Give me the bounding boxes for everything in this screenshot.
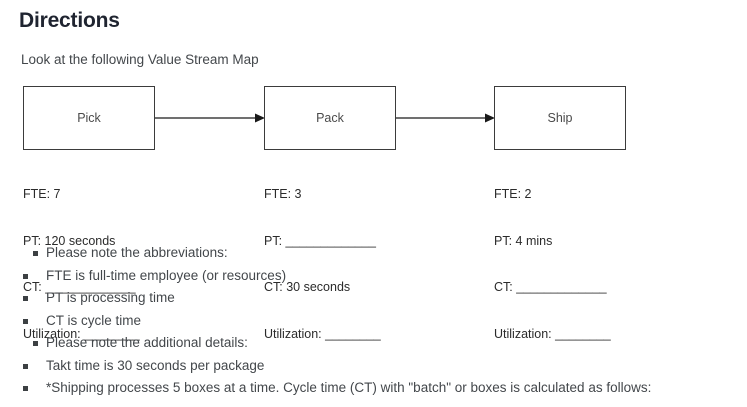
notes-sublist-container: FTE is full-time employee (or resources)… xyxy=(0,265,747,333)
list-item-label: FTE is full-time employee (or resources) xyxy=(46,267,287,283)
square-bullet-icon xyxy=(23,273,28,279)
process-box-ship[interactable]: Ship xyxy=(494,86,626,150)
list-item: PT is processing time xyxy=(23,287,747,310)
list-item: *Shipping processes 5 boxes at a time. C… xyxy=(23,377,747,400)
notes-section: Please note the abbreviations: FTE is fu… xyxy=(0,242,747,400)
process-box-pack-label: Pack xyxy=(316,111,344,125)
arrow-pick-to-pack xyxy=(155,112,265,124)
list-item: Takt time is 30 seconds per package xyxy=(23,355,747,378)
metric-fte: FTE: 3 xyxy=(264,187,302,201)
intro-instruction-text: Look at the following Value Stream Map xyxy=(21,52,259,67)
notes-group-heading: Please note the abbreviations: xyxy=(0,242,747,265)
square-bullet-icon xyxy=(33,251,38,256)
process-box-ship-label: Ship xyxy=(547,111,573,125)
square-bullet-icon xyxy=(33,341,38,346)
metric-fte: FTE: 7 xyxy=(23,187,61,201)
notes-group-heading-label: Please note the additional details: xyxy=(46,335,248,350)
list-item-label: PT is processing time xyxy=(46,290,175,305)
arrow-pack-to-ship xyxy=(396,112,495,124)
square-bullet-icon xyxy=(23,363,28,369)
process-box-pick[interactable]: Pick xyxy=(23,86,155,150)
list-item-label: CT is cycle time xyxy=(46,312,142,328)
list-item-label: *Shipping processes 5 boxes at a time. C… xyxy=(46,380,652,395)
square-bullet-icon xyxy=(23,318,28,324)
value-stream-map-diagram: Pick Pack Ship FTE: 7 PT: 120 seconds CT… xyxy=(23,86,626,341)
page-title: Directions xyxy=(19,9,120,32)
square-bullet-icon xyxy=(23,296,28,301)
process-box-pack[interactable]: Pack xyxy=(264,86,396,150)
metric-fte: FTE: 2 xyxy=(494,187,532,201)
notes-sublist-container: Takt time is 30 seconds per package *Shi… xyxy=(0,355,747,400)
notes-group-heading: Please note the additional details: xyxy=(0,332,747,355)
list-item-label: Takt time is 30 seconds per package xyxy=(46,357,265,373)
process-box-pick-label: Pick xyxy=(77,111,101,125)
list-item: FTE is full-time employee (or resources) xyxy=(23,265,747,288)
square-bullet-icon xyxy=(23,386,28,391)
notes-list: Please note the abbreviations: FTE is fu… xyxy=(0,242,747,400)
notes-sublist: Takt time is 30 seconds per package *Shi… xyxy=(0,355,747,400)
notes-sublist: FTE is full-time employee (or resources)… xyxy=(0,265,747,333)
notes-group-heading-label: Please note the abbreviations: xyxy=(46,245,228,260)
list-item: CT is cycle time xyxy=(23,310,747,333)
